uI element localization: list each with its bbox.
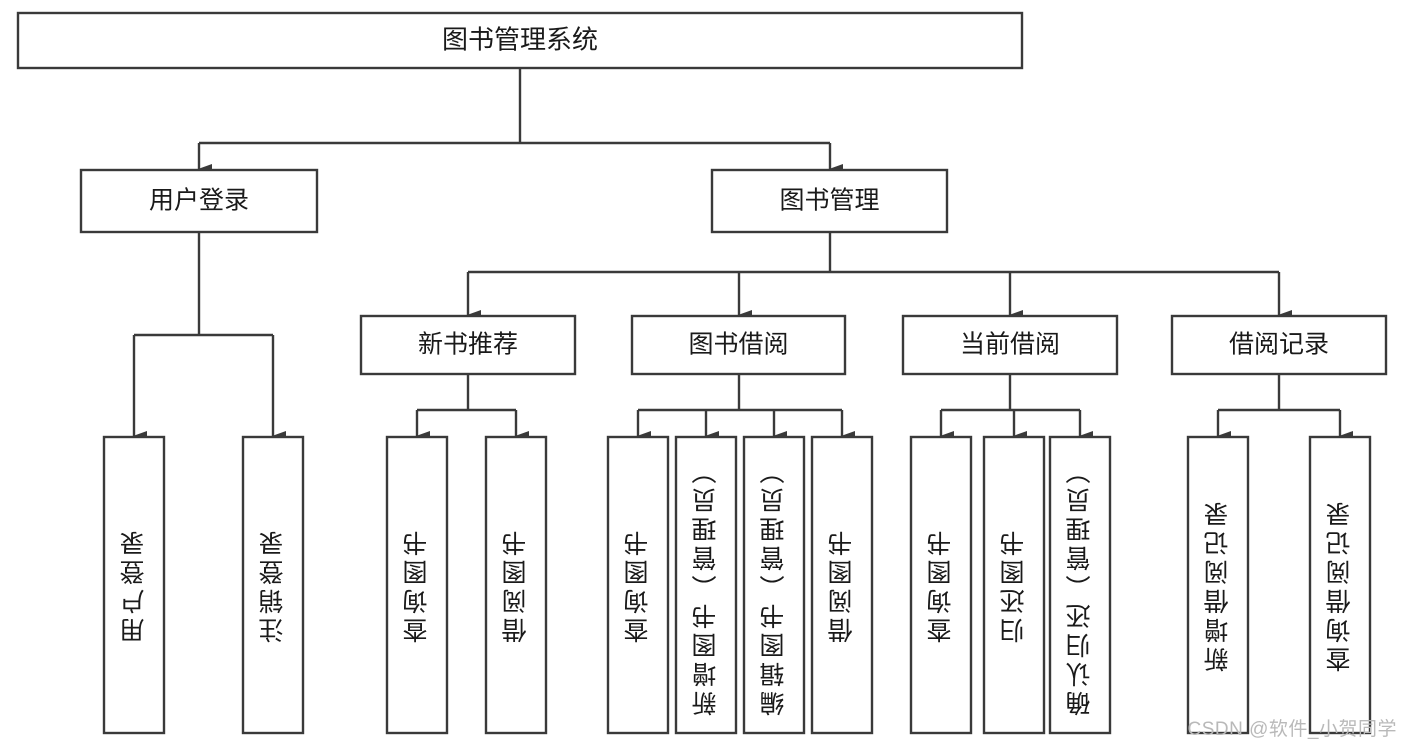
node-leaf-0[interactable] bbox=[102, 435, 166, 735]
node-leaf-10[interactable] bbox=[1048, 435, 1112, 735]
node-root-图书管理系统[interactable] bbox=[16, 11, 1024, 70]
node-level3-label-0: 新书推荐 bbox=[418, 331, 518, 359]
node-leaf-5[interactable] bbox=[674, 435, 738, 735]
node-level3-0[interactable] bbox=[359, 314, 577, 376]
edges-layer bbox=[132, 68, 1353, 441]
node-leaf-4[interactable] bbox=[606, 435, 670, 735]
node-level3-1[interactable] bbox=[630, 314, 847, 376]
node-leaf-8[interactable] bbox=[909, 435, 973, 735]
node-leaf-1[interactable] bbox=[241, 435, 305, 735]
node-level2-label-1: 图书管理 bbox=[779, 187, 879, 215]
node-level3-label-3: 借阅记录 bbox=[1229, 331, 1329, 359]
node-leaf-9[interactable] bbox=[982, 435, 1046, 735]
watermark-text: CSDN @软件_小贺同学 bbox=[1187, 719, 1397, 740]
node-leaf-2[interactable] bbox=[385, 435, 449, 735]
node-leaf-6[interactable] bbox=[742, 435, 806, 735]
node-leaf-7[interactable] bbox=[810, 435, 874, 735]
node-level2-0[interactable] bbox=[79, 168, 319, 234]
node-level3-label-2: 当前借阅 bbox=[960, 331, 1060, 359]
node-level3-label-1: 图书借阅 bbox=[688, 331, 788, 359]
node-level2-label-0: 用户登录 bbox=[149, 187, 249, 215]
node-leaf-3[interactable] bbox=[484, 435, 548, 735]
node-leaf-12[interactable] bbox=[1308, 435, 1372, 735]
node-level3-2[interactable] bbox=[901, 314, 1119, 376]
node-root-label: 图书管理系统 bbox=[442, 24, 598, 54]
node-leaf-11[interactable] bbox=[1186, 435, 1250, 735]
node-level2-1[interactable] bbox=[710, 168, 949, 234]
boxes-layer bbox=[16, 11, 1388, 735]
node-level3-3[interactable] bbox=[1170, 314, 1388, 376]
